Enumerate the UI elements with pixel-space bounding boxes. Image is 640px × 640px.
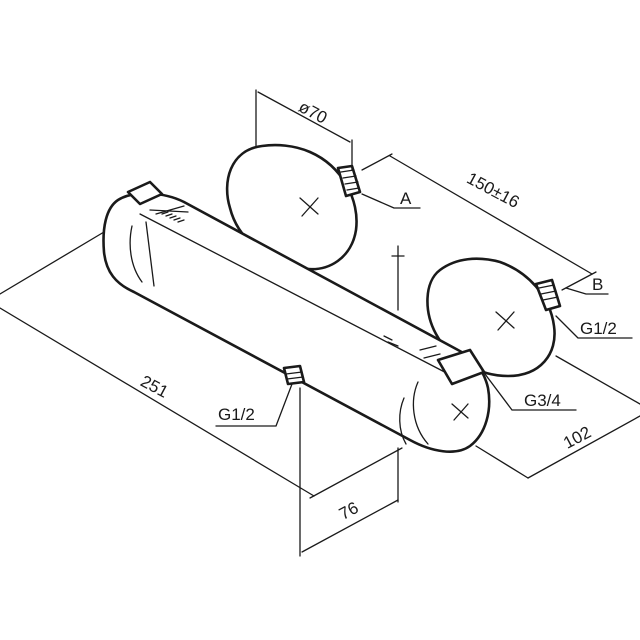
depth-label: 102 — [560, 423, 594, 453]
distance-label: 150±16 — [464, 169, 523, 212]
bottom-outlet — [282, 364, 306, 386]
right-rosette — [426, 257, 562, 378]
outlet-thread-label: G1/2 — [580, 319, 617, 338]
callout-a-label: A — [400, 189, 412, 208]
axis-mark — [391, 245, 405, 311]
height-label: 76 — [336, 498, 362, 524]
left-rosette — [225, 143, 362, 271]
connection-thread-label: G3/4 — [524, 391, 561, 410]
callout-inlet-thread: G1/2 — [215, 383, 293, 427]
callout-b-label: B — [592, 275, 603, 294]
callout-connection-thread: G3/4 — [481, 369, 577, 411]
inlet-thread-label: G1/2 — [218, 405, 255, 424]
length-label: 251 — [137, 372, 171, 402]
callout-a: A — [361, 189, 421, 209]
diameter-label: ø70 — [296, 97, 331, 128]
mixer-body — [102, 180, 491, 453]
callout-outlet-thread: G1/2 — [555, 315, 633, 339]
callout-b: B — [565, 275, 609, 295]
